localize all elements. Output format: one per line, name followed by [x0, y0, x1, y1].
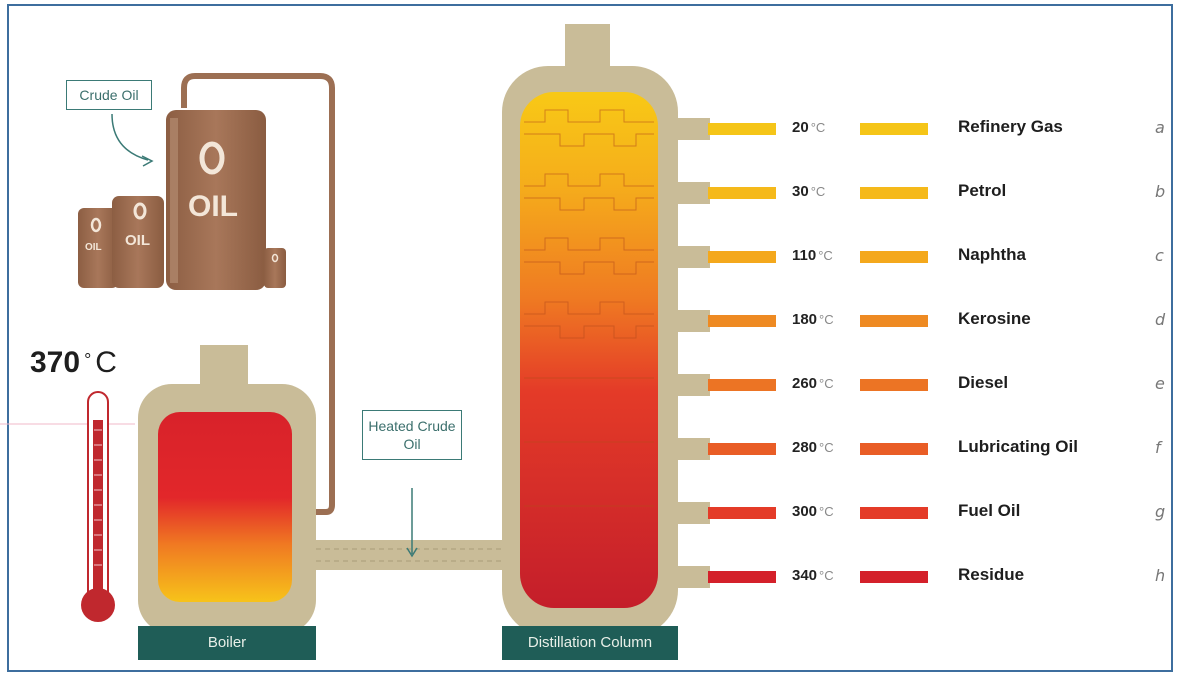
fraction-letter: a: [1155, 118, 1165, 137]
fraction-temperature-value: 30: [792, 183, 809, 200]
outlet-nozzle: [676, 182, 710, 204]
thermometer-icon: [0, 391, 135, 622]
fraction-temperature-unit: °C: [818, 248, 833, 263]
crude-oil-callout: Crude Oil: [66, 80, 152, 110]
frame-border: [7, 4, 1173, 672]
fraction-name: Residue: [958, 565, 1025, 584]
fraction-pipe-bar: [708, 315, 776, 327]
fraction-color-swatch: [860, 251, 928, 263]
column-trays: [524, 109, 654, 507]
crude-oil-arrow: [111, 113, 149, 161]
fraction-temperature-unit: °C: [819, 504, 834, 519]
fraction-letter: b: [1155, 182, 1166, 201]
fraction-temperature: 300°C: [792, 503, 834, 520]
boiler-label: Boiler: [207, 634, 247, 651]
fraction-temperature: 340°C: [792, 567, 834, 584]
fraction-pipe-bar: [708, 379, 776, 391]
fraction-temperature-value: 280: [792, 439, 818, 456]
fraction-temperature: 280°C: [792, 439, 834, 456]
fraction-temperature: 260°C: [792, 375, 834, 392]
fraction-pipe-bar: [708, 507, 776, 519]
barrel-mid-label: OIL: [125, 232, 150, 249]
fraction-pipe-bar: [708, 187, 776, 199]
fraction-temperature-unit: °C: [810, 184, 826, 199]
outlet-nozzle: [676, 438, 710, 460]
fraction-temperature-unit: °C: [819, 440, 834, 455]
boiler: [138, 345, 316, 660]
fraction-letter: f: [1155, 438, 1161, 457]
boiler-temperature-value: 370: [30, 346, 81, 379]
fraction-temperature-value: 20: [792, 119, 809, 136]
outlet-nozzle: [676, 566, 710, 588]
oil-barrels-illustration: [78, 110, 286, 290]
outlet-nozzle: [676, 374, 710, 396]
fraction-letter: c: [1155, 246, 1164, 265]
fraction-letter: g: [1155, 502, 1166, 521]
fraction-temperature-value: 110: [792, 247, 817, 264]
fraction-letter: h: [1155, 566, 1166, 585]
fraction-temperature: 110°C: [792, 247, 833, 264]
distillation-column: [502, 24, 678, 660]
heated-crude-oil-label: Heated Crude Oil: [368, 418, 456, 452]
fraction-temperature-value: 300: [792, 503, 818, 520]
fraction-letter: d: [1155, 310, 1166, 329]
fraction-temperature-unit: °C: [819, 312, 834, 327]
outlet-nozzle: [676, 118, 710, 140]
fraction-temperature: 180°C: [792, 311, 834, 328]
fraction-name: Lubricating Oil: [958, 437, 1078, 456]
fraction-name: Fuel Oil: [958, 501, 1021, 520]
fraction-name: Kerosine: [958, 309, 1031, 328]
outlet-nozzle: [676, 246, 710, 268]
fraction-temperature-unit: °C: [810, 120, 826, 135]
crude-feed-pipe: [181, 73, 335, 515]
fraction-color-swatch: [860, 123, 928, 135]
degree-symbol: °: [84, 350, 92, 370]
boiler-temperature-unit: C: [95, 346, 117, 379]
fraction-name: Refinery Gas: [958, 117, 1063, 136]
fraction-temperature-value: 180: [792, 311, 818, 328]
fraction-temperature-unit: °C: [819, 376, 834, 391]
heated-crude-oil-callout: Heated Crude Oil: [362, 410, 462, 460]
fraction-temperature-value: 260: [792, 375, 818, 392]
heated-oil-pipe: [312, 488, 512, 570]
fraction-temperature: 30°C: [792, 183, 825, 200]
fraction-name: Diesel: [958, 373, 1009, 392]
fraction-color-swatch: [860, 187, 928, 199]
fraction-color-swatch: [860, 507, 928, 519]
fraction-name: Petrol: [958, 181, 1007, 200]
outlet-nozzle: [676, 502, 710, 524]
fraction-temperature-value: 340: [792, 567, 818, 584]
outlet-nozzle: [676, 310, 710, 332]
outlet-nozzles: [676, 118, 928, 588]
fraction-color-swatch: [860, 571, 928, 583]
fraction-temperature-unit: °C: [819, 568, 834, 583]
fraction-color-swatch: [860, 315, 928, 327]
fraction-color-swatch: [860, 379, 928, 391]
fraction-temperature: 20°C: [792, 119, 825, 136]
fraction-pipe-bar: [708, 571, 776, 583]
crude-oil-label: Crude Oil: [79, 87, 139, 103]
barrel-small-label: OIL: [85, 242, 102, 253]
fraction-pipe-bar: [708, 123, 776, 135]
fraction-color-swatch: [860, 443, 928, 455]
boiler-temperature: 370°C: [30, 346, 117, 380]
fraction-name: Naphtha: [958, 245, 1026, 264]
distillation-column-label: Distillation Column: [527, 634, 653, 651]
fraction-pipe-bar: [708, 443, 776, 455]
fraction-pipe-bar: [708, 251, 776, 263]
fraction-letter: e: [1155, 374, 1165, 393]
barrel-big-label: OIL: [188, 190, 238, 223]
